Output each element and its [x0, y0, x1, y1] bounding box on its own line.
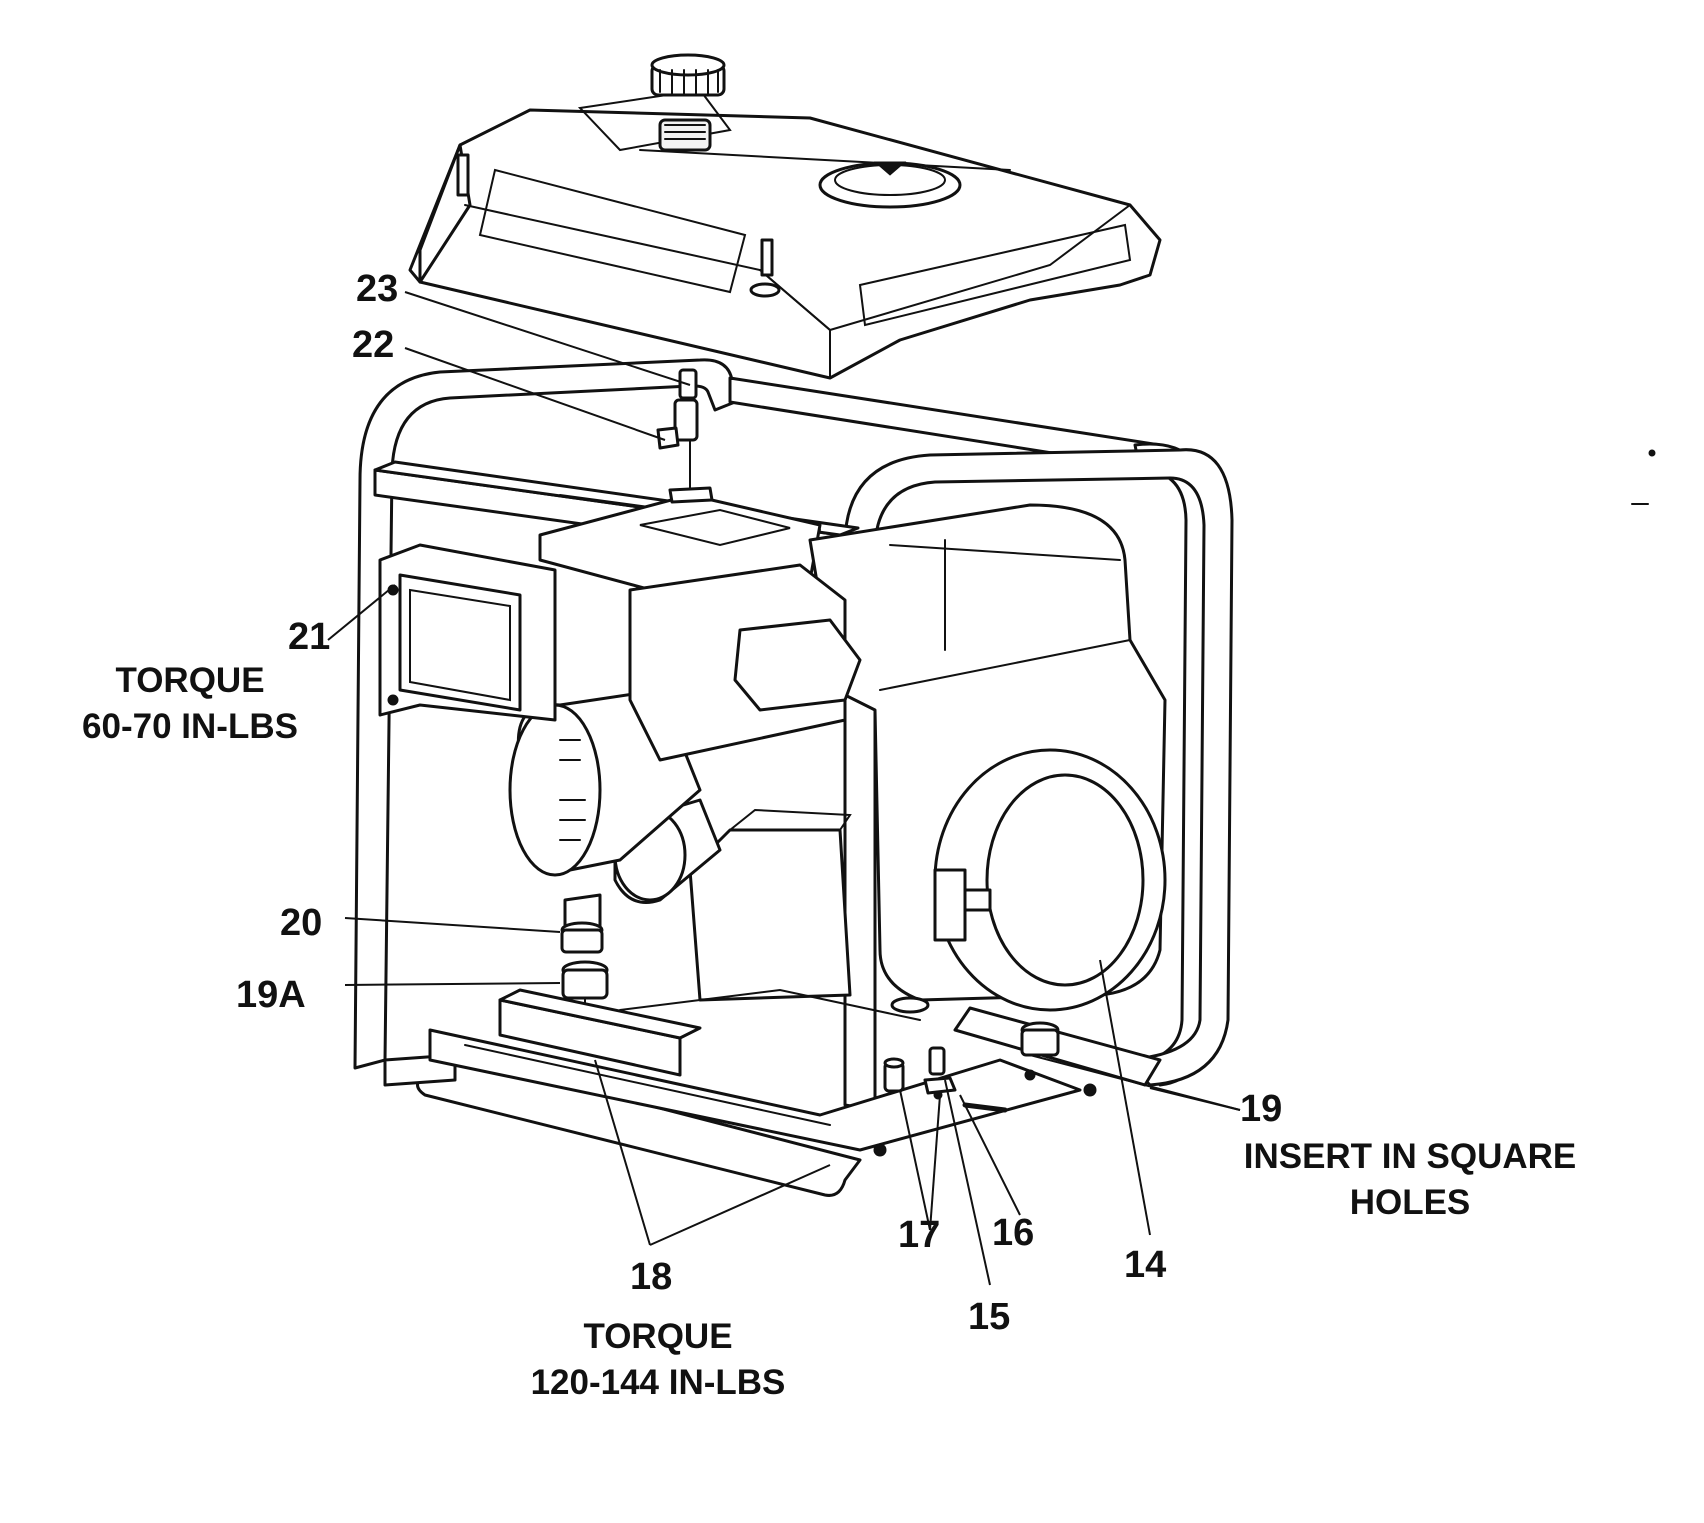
callout-20: 20	[280, 902, 323, 944]
callout-16: 16	[992, 1212, 1035, 1254]
callout-23: 23	[356, 268, 399, 310]
note-insert-square-holes: INSERT IN SQUARE HOLES	[1190, 1134, 1630, 1225]
fuel-tank	[408, 88, 1162, 380]
engine	[609, 503, 1167, 1012]
vibration-mount-upper	[560, 893, 604, 954]
rear-mounts	[890, 996, 1060, 1057]
callout-21: 21	[288, 616, 331, 658]
note-torque-base: TORQUE 120-144 IN-LBS	[498, 1314, 818, 1405]
mount-bolts	[883, 1046, 1008, 1113]
note-insert-line1: INSERT IN SQUARE	[1243, 1137, 1577, 1176]
note-torque-handle: TORQUE 60-70 IN-LBS	[30, 658, 350, 749]
note-torque-handle-line1: TORQUE	[115, 661, 265, 700]
callout-17: 17	[898, 1214, 941, 1256]
callout-14: 14	[1124, 1244, 1167, 1286]
callout-19: 19	[1240, 1088, 1283, 1130]
note-torque-handle-line2: 60-70 IN-LBS	[82, 706, 298, 746]
control-panel	[378, 543, 557, 722]
alternator	[508, 563, 862, 877]
callout-22: 22	[352, 324, 395, 366]
fuel-filter-neck	[658, 118, 712, 152]
callout-19a: 19A	[236, 974, 306, 1016]
base-channel	[428, 988, 1097, 1157]
vibration-mount-lower	[561, 960, 609, 1013]
fuel-shutoff-valve	[656, 368, 714, 504]
callout-15: 15	[968, 1296, 1011, 1338]
frame	[353, 358, 1234, 1197]
fuel-cap	[650, 53, 726, 97]
callout-18: 18	[630, 1256, 673, 1298]
note-torque-base-line2: 120-144 IN-LBS	[530, 1362, 786, 1402]
note-insert-line2: HOLES	[1349, 1182, 1471, 1222]
leader-lines	[327, 291, 1241, 1286]
scan-marks	[1631, 449, 1656, 505]
tank-mounting-bolts	[456, 153, 781, 298]
note-torque-base-line1: TORQUE	[583, 1317, 733, 1356]
